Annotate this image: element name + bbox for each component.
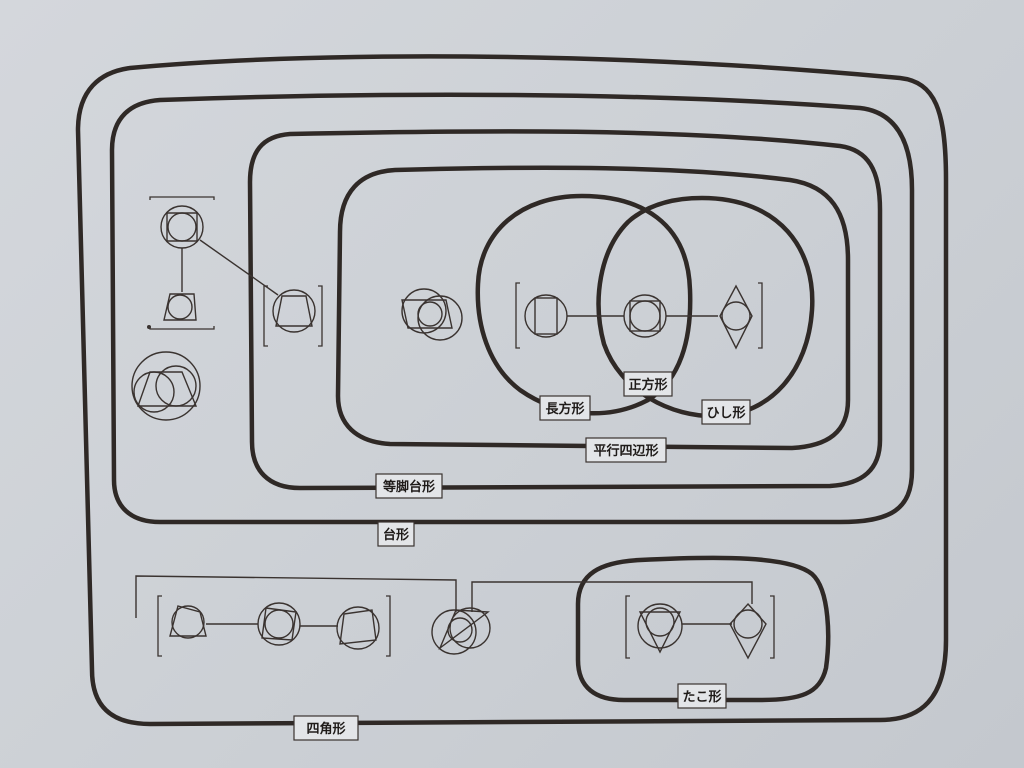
label-rectangle-text: 長方形 <box>545 401 584 417</box>
cyclic-quadrilateral-icon <box>339 609 377 645</box>
label-isosceles-trapezoid: 等脚台形 <box>375 473 443 499</box>
square-incircle-icon <box>629 300 661 332</box>
label-quadrilateral: 四角形 <box>293 715 359 741</box>
trapezoid-icon <box>163 293 197 321</box>
boundary-quadrilateral <box>75 54 949 727</box>
bicentric-incircle-icon <box>264 609 294 639</box>
label-trapezoid: 台形 <box>377 521 415 547</box>
label-square-text: 正方形 <box>628 377 667 393</box>
boundary-parallelogram <box>335 165 851 451</box>
label-quadrilateral-text: 四角形 <box>306 721 345 737</box>
label-kite-text: たこ形 <box>682 690 721 705</box>
bicentric-quadrilateral-circle-icon <box>257 602 301 646</box>
kite-circle-icon <box>637 603 683 649</box>
label-rectangle: 長方形 <box>539 395 591 421</box>
bracket-rectangle-rhombus-chain <box>515 282 763 349</box>
overlapping-circles-icon <box>131 351 201 421</box>
label-parallelogram: 平行四辺形 <box>585 437 667 463</box>
label-trapezoid-text: 台形 <box>383 527 409 543</box>
label-kite: たこ形 <box>677 683 727 709</box>
label-parallelogram-text: 平行四辺形 <box>593 443 658 459</box>
connector-line <box>199 239 279 296</box>
circle-isosceles-trapezoid-icon <box>272 289 316 333</box>
right-kite-incircle-icon <box>645 607 675 637</box>
tangential-quadrilateral-icon <box>169 605 207 637</box>
isosceles-trapezoid-icon <box>275 295 313 327</box>
label-rhombus-text: ひし形 <box>706 406 745 421</box>
label-square: 正方形 <box>623 371 673 397</box>
dot-marker <box>147 325 151 329</box>
boundary-trapezoid <box>109 92 915 525</box>
boundary-isosceles-trapezoid <box>247 129 883 491</box>
boundary-kite <box>575 555 831 703</box>
quadrilateral-incircle-icon <box>171 605 205 639</box>
bracket-isosceles-trapezoid <box>263 285 323 347</box>
cyclic-quadrilateral-circle-icon <box>336 606 380 650</box>
connector-top-bracket <box>135 575 753 618</box>
rhombus-incircle-icon <box>721 301 751 331</box>
trapezoid-circle-icon <box>167 294 193 320</box>
bicentric-quadrilateral-icon <box>261 607 297 641</box>
label-rhombus: ひし形 <box>701 399 751 425</box>
inscribed-circle-icon <box>167 212 197 242</box>
bracket-kite-chain <box>625 595 775 659</box>
bottom-overlapping-circles-icon <box>431 607 491 655</box>
label-isosceles-trapezoid-text: 等脚台形 <box>382 479 435 495</box>
parallelogram-circles-icon <box>401 288 463 341</box>
rectangle-in-circle-icon <box>524 294 568 338</box>
kite-incircle-icon <box>733 609 763 639</box>
square-in-circle-icon <box>166 212 198 242</box>
rhombus-icon <box>719 284 753 350</box>
rectangle-icon <box>534 297 558 335</box>
boundary-rhombus <box>596 195 815 419</box>
bracket-bottom-left-chain <box>157 595 391 657</box>
